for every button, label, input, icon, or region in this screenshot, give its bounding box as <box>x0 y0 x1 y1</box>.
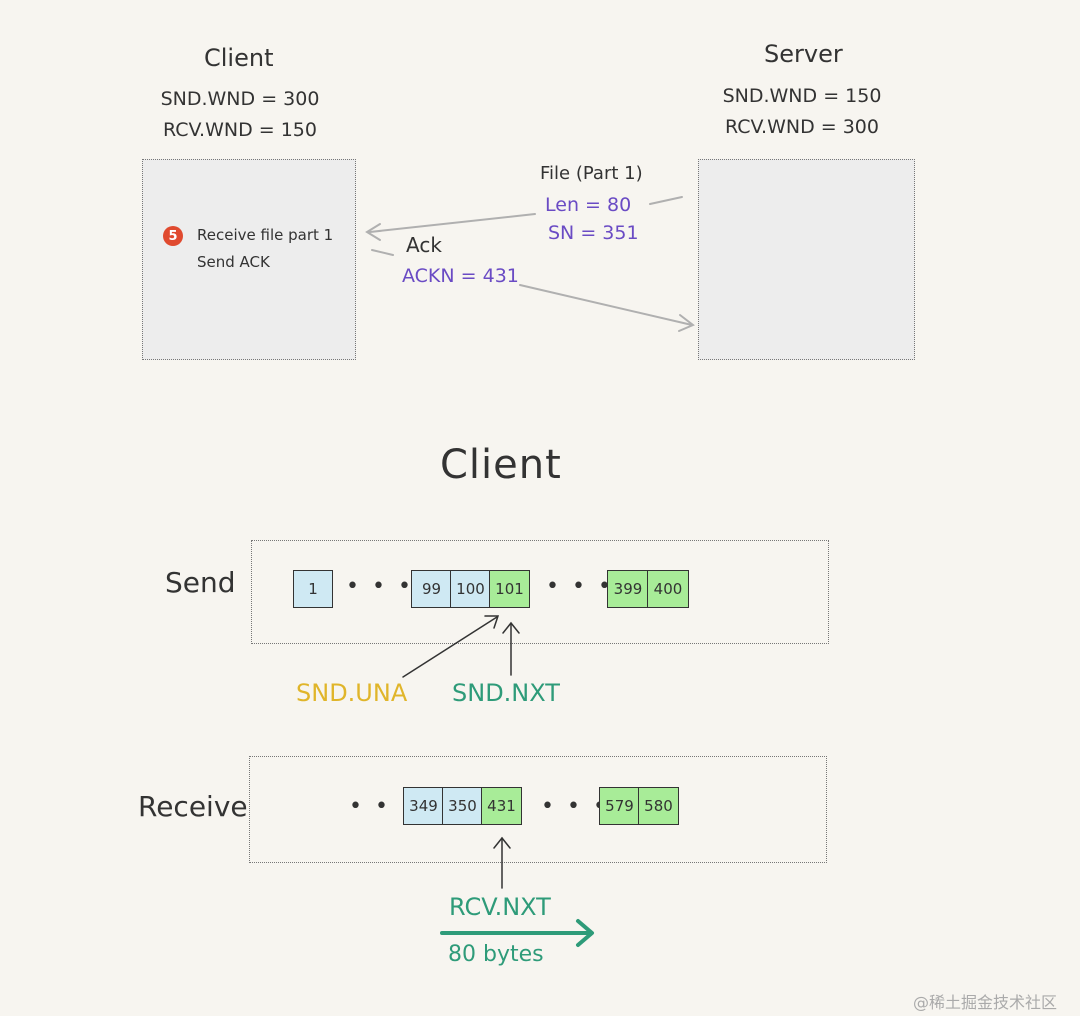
send-cell-1: 1 <box>293 570 333 608</box>
server-rcv-wnd: RCV.WND = 300 <box>724 116 879 138</box>
send-cell-399: 399 <box>607 570 649 608</box>
bytes-arrowhead <box>576 919 594 947</box>
file-msg-title: File (Part 1) <box>540 163 643 184</box>
server-box <box>698 159 915 360</box>
receive-cell-349: 349 <box>403 787 444 825</box>
file-arrow-seg1 <box>649 196 683 205</box>
send-dots-2: • • • <box>546 574 614 599</box>
bytes-label: 80 bytes <box>448 942 544 967</box>
file-arrow-seg2 <box>369 213 536 233</box>
send-cell-99: 99 <box>411 570 452 608</box>
snd-una-label: SND.UNA <box>296 679 408 707</box>
client-rcv-wnd: RCV.WND = 150 <box>162 119 317 141</box>
client-box: 5 Receive file part 1 Send ACK <box>142 159 356 360</box>
rcv-nxt-label: RCV.NXT <box>449 893 551 921</box>
file-msg-sn: SN = 351 <box>548 222 639 244</box>
send-frame <box>251 540 829 644</box>
bottom-client-title: Client <box>440 442 562 488</box>
step-line-2: Send ACK <box>197 253 270 271</box>
receive-dots-2: • • • <box>541 794 609 819</box>
send-cell-400: 400 <box>647 570 689 608</box>
receive-cell-431: 431 <box>481 787 522 825</box>
watermark: @稀土掘金技术社区 <box>913 993 1058 1012</box>
server-snd-wnd: SND.WND = 150 <box>722 85 882 107</box>
client-title: Client <box>204 44 274 72</box>
step-line-1: Receive file part 1 <box>197 226 334 244</box>
receive-cell-350: 350 <box>442 787 483 825</box>
receive-cell-579: 579 <box>599 787 640 825</box>
send-label: Send <box>165 566 236 599</box>
ack-msg-title: Ack <box>406 233 442 257</box>
file-msg-len: Len = 80 <box>545 194 632 216</box>
receive-frame <box>249 756 827 863</box>
send-cell-100: 100 <box>450 570 491 608</box>
ack-msg-ackn: ACKN = 431 <box>402 265 519 287</box>
send-dots-1: • • • <box>346 574 414 599</box>
send-cell-101: 101 <box>489 570 530 608</box>
ack-arrow-head <box>678 314 695 332</box>
receive-cell-580: 580 <box>638 787 679 825</box>
snd-nxt-label: SND.NXT <box>452 679 560 707</box>
ack-arrow-seg1 <box>371 249 394 256</box>
file-arrow-head <box>365 223 381 241</box>
step-badge: 5 <box>163 226 183 246</box>
ack-arrow-seg2 <box>519 284 693 326</box>
server-title: Server <box>764 40 843 68</box>
client-snd-wnd: SND.WND = 300 <box>160 88 320 110</box>
receive-label: Receive <box>138 790 248 823</box>
